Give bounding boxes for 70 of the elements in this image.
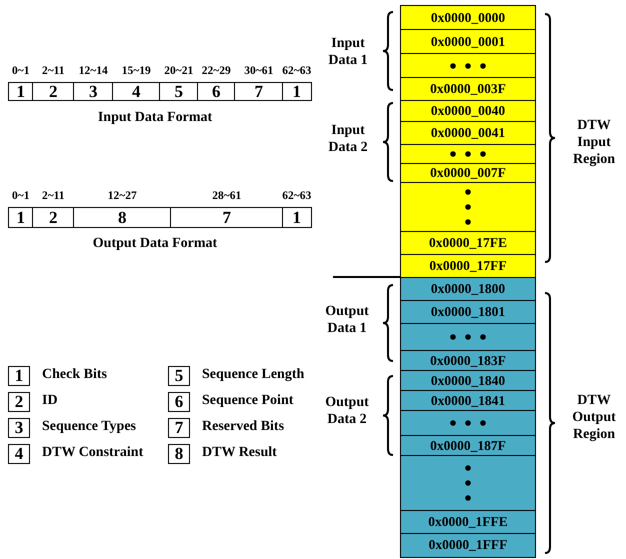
memory-cell: 0x0000_0001 — [400, 29, 536, 54]
bit-range-label: 30~61 — [243, 65, 274, 77]
bit-range-label: 22~29 — [200, 65, 232, 77]
legend-number: 7 — [168, 418, 190, 438]
legend-number: 4 — [8, 444, 30, 464]
region-label: Output Data 2 — [324, 395, 370, 429]
bit-field: 1 — [8, 207, 34, 228]
memory-cell: 0x0000_1801 — [400, 300, 536, 324]
legend-text: Sequence Types — [42, 419, 136, 435]
memory-cell: 0x0000_1FFF — [400, 533, 536, 558]
memory-cell: 0x0000_0041 — [400, 121, 536, 146]
bit-field: 1 — [282, 82, 312, 101]
bit-field: 8 — [73, 207, 172, 228]
region-label: DTW Output Region — [571, 393, 617, 444]
bit-range-label: 28~61 — [211, 190, 242, 202]
legend-number: 6 — [168, 392, 190, 412]
memory-cell: 0x0000_187F — [400, 435, 536, 456]
legend-number: 5 — [168, 366, 190, 386]
dotted-memory-cell — [400, 323, 536, 352]
legend-text: Check Bits — [42, 367, 107, 383]
legend-number: 8 — [168, 444, 190, 464]
bit-range-label: 12~27 — [106, 190, 138, 202]
memory-cell: 0x0000_17FE — [400, 231, 536, 256]
legend-number: 2 — [8, 392, 30, 412]
bit-range-label: 15~19 — [120, 65, 152, 77]
memory-cell: 0x0000_1FFE — [400, 510, 536, 534]
memory-cell: 0x0000_183F — [400, 350, 536, 372]
legend-text: ID — [42, 393, 58, 409]
memory-cell: 0x0000_003F — [400, 77, 536, 102]
bit-field: 5 — [159, 82, 198, 101]
legend-number: 3 — [8, 418, 30, 438]
legend-text: Sequence Length — [202, 367, 304, 383]
memory-cell: 0x0000_0040 — [400, 100, 536, 122]
bit-field: 7 — [170, 207, 284, 228]
bit-field: 2 — [32, 82, 74, 101]
bit-field: 6 — [197, 82, 236, 101]
bit-field: 4 — [112, 82, 160, 101]
bit-range-label: 2~11 — [40, 190, 66, 202]
legend-text: DTW Result — [202, 445, 277, 461]
bit-field: 1 — [282, 207, 312, 228]
memory-cell: 0x0000_007F — [400, 163, 536, 184]
bit-field: 2 — [32, 207, 74, 228]
legend-text: Sequence Point — [202, 393, 294, 409]
bit-range-label: 62~63 — [281, 65, 312, 77]
bit-range-label: 20~21 — [163, 65, 194, 77]
memory-cell: 0x0000_1841 — [400, 390, 536, 412]
bit-range-label: 62~63 — [281, 190, 312, 202]
region-label: Output Data 1 — [324, 304, 370, 338]
dotted-memory-cell — [400, 53, 536, 78]
memory-cell: 0x0000_17FF — [400, 254, 536, 278]
region-label: Input Data 2 — [327, 123, 369, 157]
bit-field: 7 — [234, 82, 284, 101]
bit-range-label: 2~11 — [40, 65, 66, 77]
legend-number: 1 — [8, 366, 30, 386]
bit-field: 1 — [8, 82, 34, 101]
region-label: DTW Input Region — [572, 118, 616, 168]
memory-cell: 0x0000_0000 — [400, 5, 536, 30]
bit-field: 3 — [73, 82, 114, 101]
bit-range-label: 12~14 — [78, 65, 109, 77]
dotted-memory-cell — [400, 410, 536, 436]
legend-text: Reserved Bits — [202, 419, 284, 435]
memory-cell: 0x0000_1800 — [400, 277, 536, 302]
dotted-memory-cell — [400, 455, 536, 512]
dotted-memory-cell — [400, 182, 536, 232]
caption: Input Data Format — [96, 110, 214, 127]
region-label: Input Data 1 — [327, 36, 369, 70]
caption: Output Data Format — [92, 236, 218, 253]
legend-text: DTW Constraint — [42, 445, 144, 461]
dotted-memory-cell — [400, 144, 536, 164]
memory-cell: 0x0000_1840 — [400, 370, 536, 392]
